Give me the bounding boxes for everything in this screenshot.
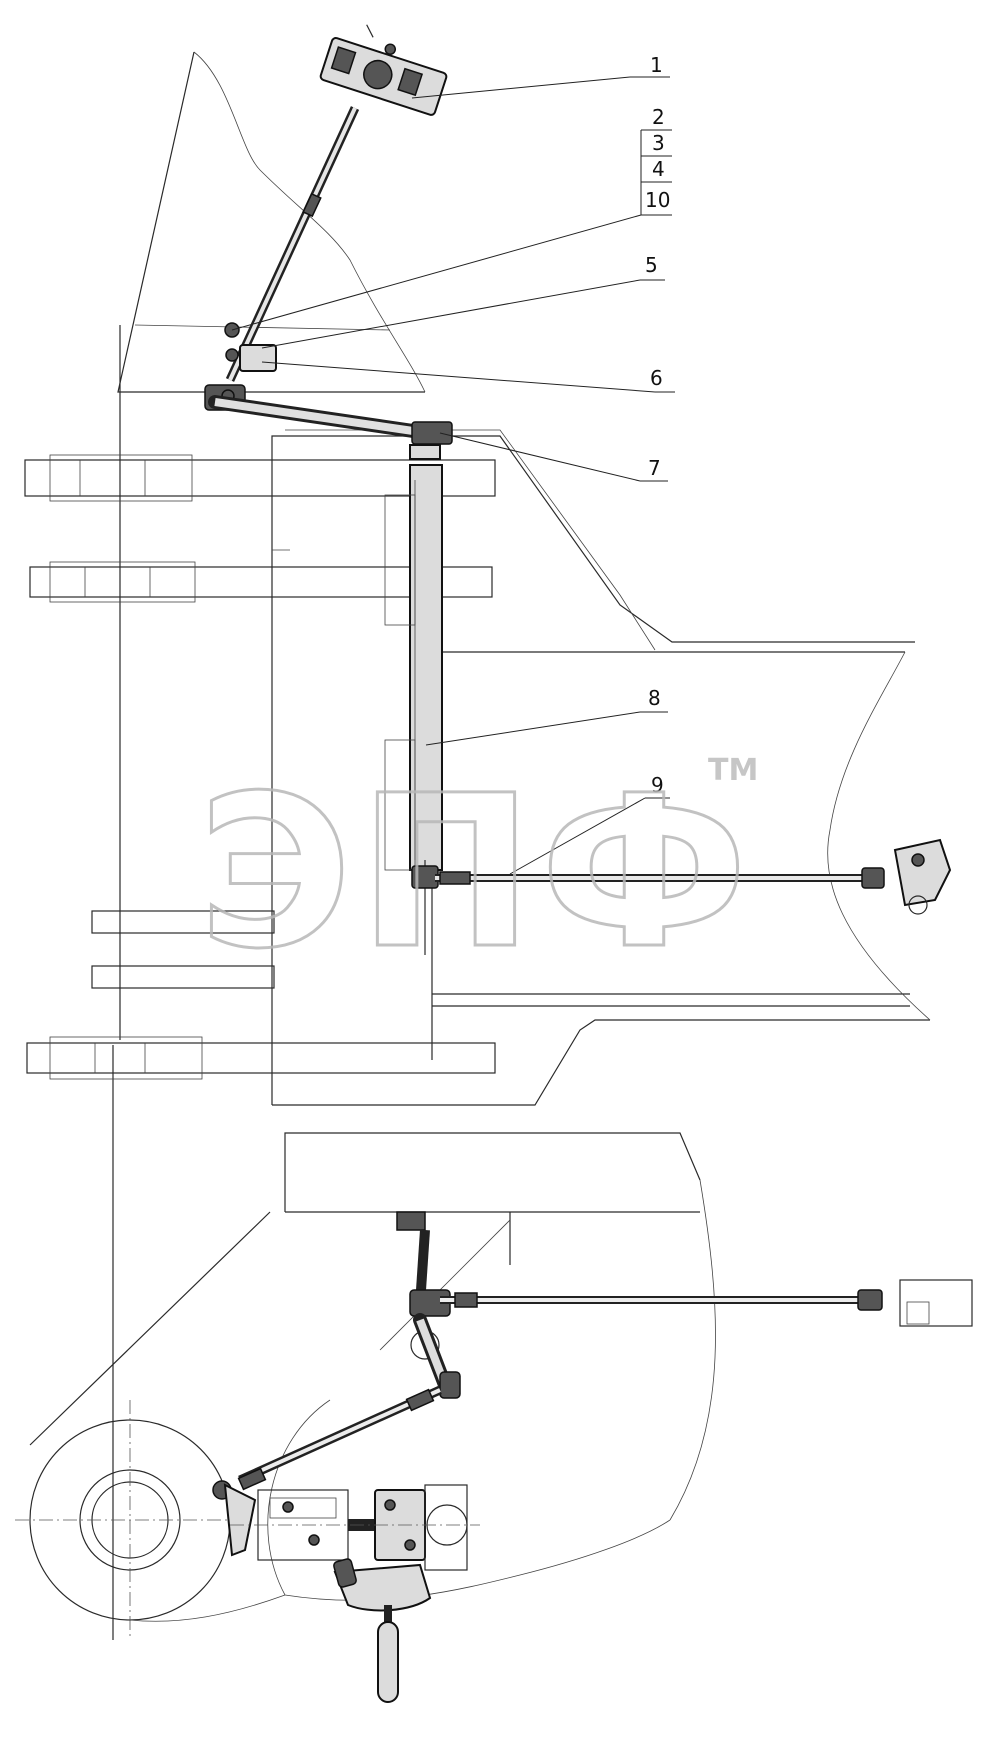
lower-housing xyxy=(15,1132,716,1640)
callout-1: 1 xyxy=(650,53,663,77)
callout-5: 5 xyxy=(645,253,658,277)
frame-crossmembers xyxy=(24,454,496,1080)
watermark-logo: ЭПФ TM xyxy=(197,749,759,997)
callout-8: 8 xyxy=(648,686,661,710)
steering-column xyxy=(204,24,453,460)
upper-body-outline xyxy=(112,51,426,1640)
callout-10: 10 xyxy=(645,188,670,212)
callout-3: 3 xyxy=(652,131,665,155)
horizontal-rod-9 xyxy=(411,838,952,915)
callout-7: 7 xyxy=(648,456,661,480)
watermark-logo-text: ЭПФ xyxy=(198,750,754,995)
callout-2: 2 xyxy=(652,105,665,129)
callout-9: 9 xyxy=(651,773,664,797)
lower-linkage xyxy=(212,1211,973,1703)
watermark-trademark: TM xyxy=(708,753,758,788)
callouts: 1 2 3 4 10 5 6 7 8 9 xyxy=(231,53,675,875)
callout-6: 6 xyxy=(650,366,663,390)
callout-4: 4 xyxy=(652,157,665,181)
